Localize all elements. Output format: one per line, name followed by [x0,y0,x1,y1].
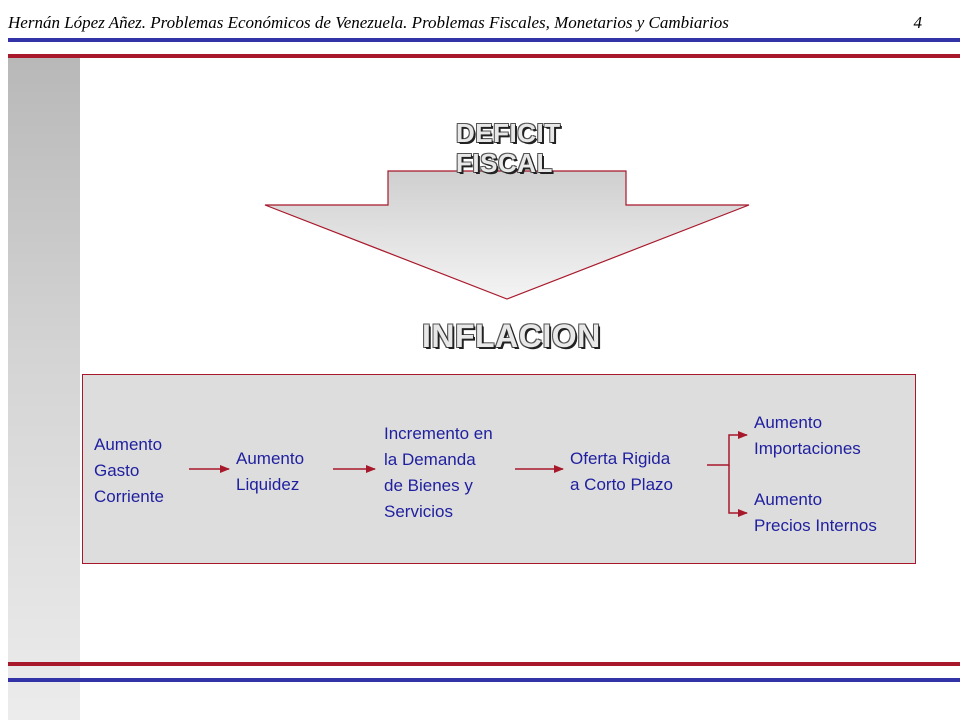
flow-connectors [189,431,748,517]
header-rule-red [8,54,960,58]
page-number: 4 [913,13,923,32]
deficit-label-line2: FISCAL [456,148,553,178]
footer-rule-red [8,662,960,666]
node-aumento-precios-internos: Aumento Precios Internos [754,490,877,535]
edge-oferta-importaciones [707,431,748,466]
page-header: Hernán López Añez. Problemas Económicos … [8,13,952,39]
node-oferta-rigida: Oferta Rigida a Corto Plazo [570,449,673,494]
node-aumento-importaciones: Aumento Importaciones [754,413,861,458]
inflacion-label: INFLACION [422,318,601,354]
edge-oferta-precios [728,465,748,517]
left-gradient-bar [8,56,80,720]
footer-rule-blue [8,678,960,682]
node-aumento-gasto-corriente: Aumento Gasto Corriente [94,435,164,506]
header-title: Hernán López Añez. Problemas Económicos … [8,13,729,32]
causal-flow-panel: Aumento Gasto Corriente Aumento Liquidez… [82,374,916,564]
deficit-label-line1: DEFICIT [456,118,561,148]
header-rule-blue [8,38,960,42]
down-arrow-shape [264,170,750,300]
node-aumento-liquidez: Aumento Liquidez [236,449,305,494]
node-incremento-demanda: Incremento en la Demanda de Bienes y Ser… [384,424,493,521]
